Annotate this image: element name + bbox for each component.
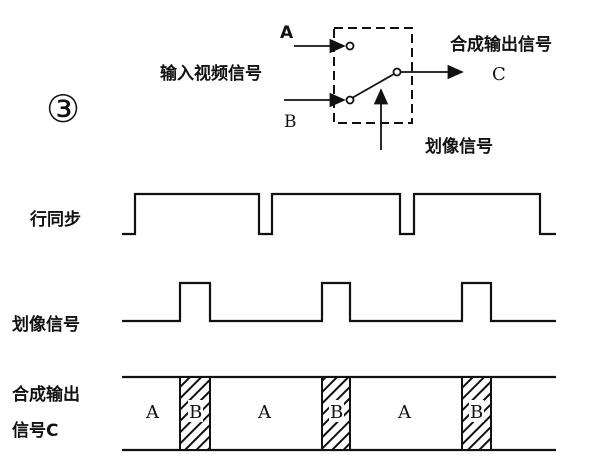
switch-box xyxy=(333,27,413,124)
segment-label: B xyxy=(330,402,343,423)
contact-b xyxy=(345,95,355,105)
wipe-signal-label: 划像信号 xyxy=(425,136,493,157)
contact-a xyxy=(345,41,355,51)
segment-label: B xyxy=(189,402,202,423)
segment-label: A xyxy=(257,402,272,423)
segment-b-1 xyxy=(179,376,211,451)
segment-label: B xyxy=(470,402,483,423)
switch-arm xyxy=(351,73,395,99)
output-c-label: C xyxy=(492,64,506,85)
segment-label: A xyxy=(145,402,160,423)
switch-pivot xyxy=(392,67,402,77)
composite-label-line2: 信号C xyxy=(12,420,58,441)
wipe-waveform xyxy=(122,281,556,323)
input-video-label: 输入视频信号 xyxy=(160,63,262,84)
hsync-waveform xyxy=(122,192,556,236)
circled-number: ③ xyxy=(46,87,80,131)
input-b-label: B xyxy=(284,112,297,132)
composite-label-line1: 合成输出 xyxy=(12,384,80,405)
input-a-label: A xyxy=(280,23,294,43)
wipe-waveform-label: 划像信号 xyxy=(12,314,80,335)
hsync-label: 行同步 xyxy=(29,209,81,230)
segment-label: A xyxy=(397,402,412,423)
segment-b-3 xyxy=(461,376,492,451)
output-label: 合成输出信号 xyxy=(450,34,552,55)
